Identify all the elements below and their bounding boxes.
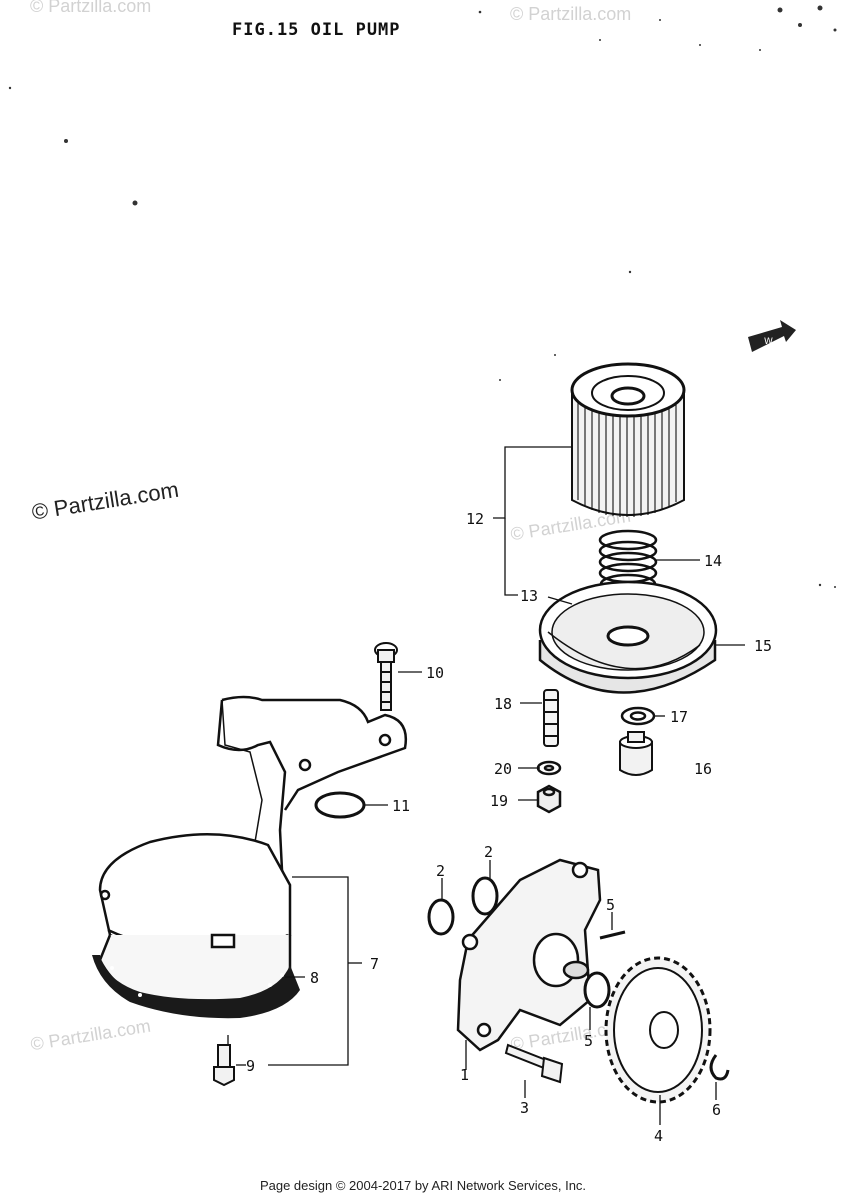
bolt	[374, 642, 398, 711]
o-ring	[314, 791, 366, 819]
washer	[536, 760, 562, 776]
copyright-footer: Page design © 2004-2017 by ARI Network S…	[259, 1178, 587, 1193]
nut	[536, 784, 562, 814]
callout-4: 4	[654, 1127, 663, 1145]
washer	[620, 706, 656, 726]
callout-19: 18	[494, 695, 512, 713]
pin	[599, 930, 626, 940]
circlip	[709, 1054, 730, 1081]
bolt	[504, 1043, 564, 1084]
callout-17: 16	[694, 760, 712, 778]
callout-15: 14	[704, 552, 722, 570]
bolt	[213, 1044, 235, 1087]
callout-18: 17	[670, 708, 688, 726]
callout-9: 8	[310, 969, 319, 987]
leader-lines	[227, 446, 745, 1125]
callout-12: 11	[392, 797, 410, 815]
callout-14: 13	[520, 587, 538, 605]
o-ring	[471, 876, 499, 916]
front-arrow-icon: W	[748, 320, 796, 352]
watermark: © Partzilla.com	[30, 0, 152, 16]
callout-6: 5	[606, 896, 615, 914]
oil-filter	[570, 362, 686, 517]
callout-8: 7	[370, 955, 379, 973]
drain-bolt	[619, 731, 653, 776]
callout-1: 1	[460, 1066, 469, 1084]
o-ring	[427, 898, 455, 936]
stud	[543, 689, 559, 747]
callout-5: 5	[584, 1032, 593, 1050]
callout-20: 19	[490, 792, 508, 810]
callout-16: 15	[754, 637, 772, 655]
figure-title: FIG.15 OIL PUMP	[232, 20, 401, 40]
pump-gear	[604, 956, 712, 1104]
callout-21: 20	[494, 760, 512, 778]
callout-13: 12	[466, 510, 484, 528]
scan-noise	[8, 5, 837, 588]
callout-7: 6	[712, 1101, 721, 1119]
front-arrow-label: W	[764, 337, 773, 347]
watermark: © Partzilla.com	[510, 4, 632, 24]
callout-3: 3	[520, 1099, 529, 1117]
callout-2a: 2	[484, 843, 493, 861]
strainer-screen	[92, 955, 300, 1019]
callout-11: 10	[426, 664, 444, 682]
washer	[583, 971, 611, 1009]
filter-cap	[538, 580, 718, 694]
callout-2b: 2	[436, 862, 445, 880]
oil-strainer	[98, 695, 408, 1012]
callout-10: 9	[246, 1057, 255, 1075]
pump-body	[456, 858, 602, 1052]
